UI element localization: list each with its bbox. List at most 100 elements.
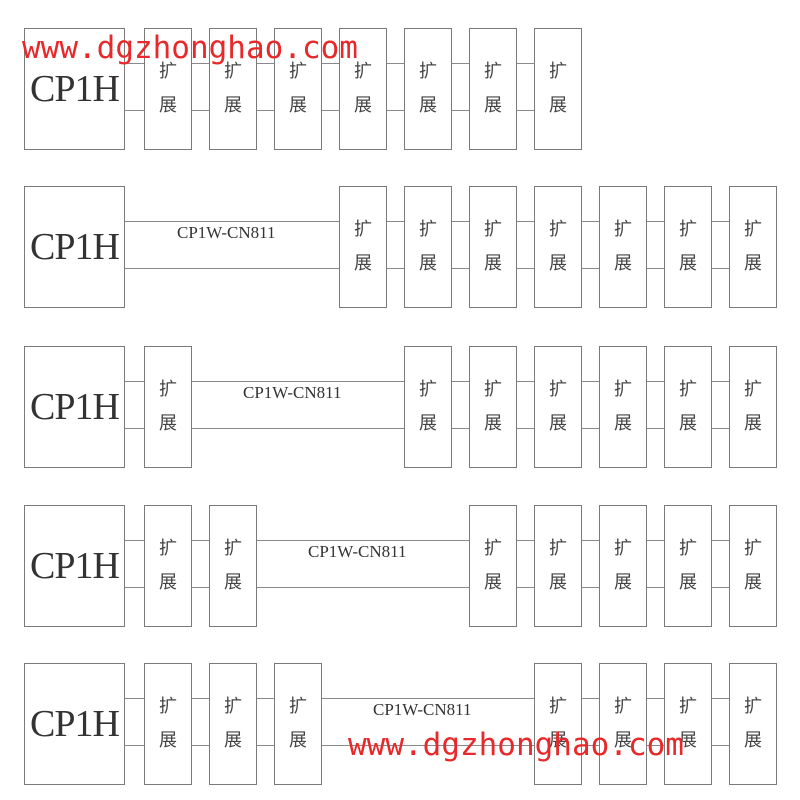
expansion-unit: 扩展 <box>469 28 517 150</box>
expansion-unit: 扩展 <box>144 663 192 785</box>
expansion-label-bottom: 展 <box>744 413 762 434</box>
cable-label: CP1W-CN811 <box>174 223 279 243</box>
expansion-label-bottom: 展 <box>614 413 632 434</box>
expansion-unit: 扩展 <box>729 505 777 627</box>
expansion-label-bottom: 展 <box>419 95 437 116</box>
expansion-label-bottom: 展 <box>419 253 437 274</box>
expansion-label-top: 扩 <box>549 538 567 559</box>
expansion-label-bottom: 展 <box>549 413 567 434</box>
expansion-label-top: 扩 <box>419 379 437 400</box>
expansion-label-bottom: 展 <box>159 413 177 434</box>
expansion-label-top: 扩 <box>419 219 437 240</box>
cpu-unit: CP1H <box>24 28 125 150</box>
expansion-label-bottom: 展 <box>679 730 697 751</box>
expansion-unit: 扩展 <box>664 663 712 785</box>
expansion-label-top: 扩 <box>679 696 697 717</box>
expansion-label-top: 扩 <box>159 696 177 717</box>
bus-wire-lower <box>125 745 777 746</box>
expansion-label-top: 扩 <box>159 379 177 400</box>
expansion-label-bottom: 展 <box>549 572 567 593</box>
expansion-label-bottom: 展 <box>484 413 502 434</box>
expansion-unit: 扩展 <box>209 663 257 785</box>
expansion-unit: 扩展 <box>534 346 582 468</box>
expansion-label-bottom: 展 <box>224 95 242 116</box>
expansion-label-bottom: 展 <box>744 253 762 274</box>
expansion-unit: 扩展 <box>534 28 582 150</box>
expansion-label-top: 扩 <box>744 538 762 559</box>
expansion-label-top: 扩 <box>224 696 242 717</box>
expansion-label-top: 扩 <box>614 538 632 559</box>
expansion-label-top: 扩 <box>744 219 762 240</box>
expansion-unit: 扩展 <box>339 186 387 308</box>
expansion-unit: 扩展 <box>469 186 517 308</box>
expansion-label-bottom: 展 <box>614 253 632 274</box>
expansion-unit: 扩展 <box>339 28 387 150</box>
expansion-label-top: 扩 <box>224 538 242 559</box>
expansion-unit: 扩展 <box>404 186 452 308</box>
expansion-label-top: 扩 <box>159 538 177 559</box>
cpu-unit: CP1H <box>24 346 125 468</box>
cable-label: CP1W-CN811 <box>240 383 345 403</box>
expansion-unit: 扩展 <box>209 28 257 150</box>
cpu-unit: CP1H <box>24 186 125 308</box>
expansion-unit: 扩展 <box>599 505 647 627</box>
expansion-unit: 扩展 <box>664 346 712 468</box>
expansion-unit: 扩展 <box>144 28 192 150</box>
expansion-label-bottom: 展 <box>614 730 632 751</box>
cpu-unit: CP1H <box>24 505 125 627</box>
expansion-label-top: 扩 <box>484 538 502 559</box>
expansion-unit: 扩展 <box>404 28 452 150</box>
expansion-label-top: 扩 <box>549 219 567 240</box>
expansion-unit: 扩展 <box>274 663 322 785</box>
expansion-label-bottom: 展 <box>679 413 697 434</box>
expansion-label-bottom: 展 <box>159 572 177 593</box>
expansion-label-bottom: 展 <box>744 572 762 593</box>
expansion-label-top: 扩 <box>289 696 307 717</box>
expansion-label-top: 扩 <box>484 379 502 400</box>
expansion-label-top: 扩 <box>419 61 437 82</box>
bus-wire-upper <box>125 540 777 541</box>
expansion-label-top: 扩 <box>744 696 762 717</box>
expansion-unit: 扩展 <box>534 186 582 308</box>
bus-wire-lower <box>125 587 777 588</box>
expansion-unit: 扩展 <box>664 505 712 627</box>
expansion-label-top: 扩 <box>679 219 697 240</box>
expansion-label-bottom: 展 <box>549 730 567 751</box>
watermark-bottom: www.dgzhonghao.com <box>348 727 684 763</box>
expansion-label-top: 扩 <box>614 696 632 717</box>
expansion-label-bottom: 展 <box>614 572 632 593</box>
expansion-label-top: 扩 <box>549 696 567 717</box>
cable-label: CP1W-CN811 <box>305 542 410 562</box>
expansion-unit: 扩展 <box>209 505 257 627</box>
expansion-unit: 扩展 <box>404 346 452 468</box>
expansion-label-bottom: 展 <box>484 572 502 593</box>
expansion-unit: 扩展 <box>599 346 647 468</box>
expansion-label-bottom: 展 <box>289 730 307 751</box>
expansion-label-bottom: 展 <box>484 253 502 274</box>
expansion-label-top: 扩 <box>354 61 372 82</box>
expansion-unit: 扩展 <box>469 505 517 627</box>
expansion-label-bottom: 展 <box>744 730 762 751</box>
expansion-label-bottom: 展 <box>354 95 372 116</box>
expansion-label-bottom: 展 <box>354 253 372 274</box>
expansion-label-top: 扩 <box>354 219 372 240</box>
expansion-label-top: 扩 <box>159 61 177 82</box>
expansion-label-bottom: 展 <box>159 730 177 751</box>
expansion-label-bottom: 展 <box>679 253 697 274</box>
expansion-label-bottom: 展 <box>159 95 177 116</box>
expansion-label-bottom: 展 <box>289 95 307 116</box>
expansion-unit: 扩展 <box>729 663 777 785</box>
expansion-label-bottom: 展 <box>549 95 567 116</box>
expansion-unit: 扩展 <box>729 186 777 308</box>
expansion-unit: 扩展 <box>599 186 647 308</box>
expansion-unit: 扩展 <box>274 28 322 150</box>
expansion-unit: 扩展 <box>729 346 777 468</box>
expansion-label-top: 扩 <box>614 379 632 400</box>
expansion-unit: 扩展 <box>144 505 192 627</box>
watermark-top: www.dgzhonghao.com <box>22 30 358 66</box>
